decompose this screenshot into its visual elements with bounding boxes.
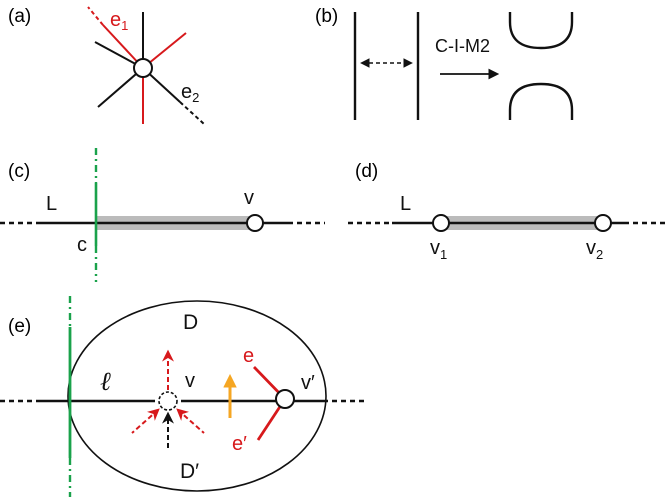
label-v-c: v [244, 187, 254, 209]
panel-b-tag: (b) [315, 6, 338, 27]
vertex-v-dashed [158, 391, 178, 411]
panel-d: (d) L v1 v2 [348, 161, 665, 262]
red-arrow-lower-left [131, 408, 160, 434]
red-arrow-lower-right [176, 408, 205, 434]
label-D: D [183, 311, 198, 334]
move-label: C-I-M2 [435, 36, 490, 56]
vertex-a [133, 58, 153, 78]
label-L-c: L [46, 193, 57, 215]
label-e1: e1 [110, 9, 128, 33]
label-ell: ℓ [100, 367, 111, 396]
label-e: e [243, 345, 254, 367]
edge-e2-dashed [179, 101, 205, 125]
disk-outline [67, 300, 327, 492]
edge-e1-dashed [87, 6, 104, 26]
cap-bottom [508, 82, 574, 120]
vertex-v-c [246, 214, 264, 232]
label-D-prime: D′ [180, 460, 199, 483]
label-v2: v2 [586, 237, 603, 262]
vertex-v-prime [275, 389, 295, 409]
vertex-v2 [594, 214, 612, 232]
panel-e-tag: (e) [8, 316, 31, 337]
panel-a: (a) e1 e2 [8, 6, 205, 125]
panel-d-tag: (d) [355, 161, 378, 182]
panel-b: (b) C-I-M2 [315, 6, 574, 120]
label-v-prime: v′ [301, 372, 315, 394]
label-e-prime: e′ [232, 433, 247, 455]
label-L-d: L [400, 193, 411, 215]
label-e2: e2 [181, 81, 199, 105]
panel-c: (c) L c v [0, 148, 325, 282]
vertex-v1 [432, 214, 450, 232]
cap-top [508, 12, 574, 50]
label-v1: v1 [430, 237, 447, 262]
panel-c-tag: (c) [8, 161, 30, 182]
panel-a-tag: (a) [8, 6, 31, 27]
label-v-e: v [185, 370, 195, 392]
label-c: c [77, 234, 87, 256]
panel-e: (e) D D′ ℓ v v′ e e′ [0, 296, 368, 497]
